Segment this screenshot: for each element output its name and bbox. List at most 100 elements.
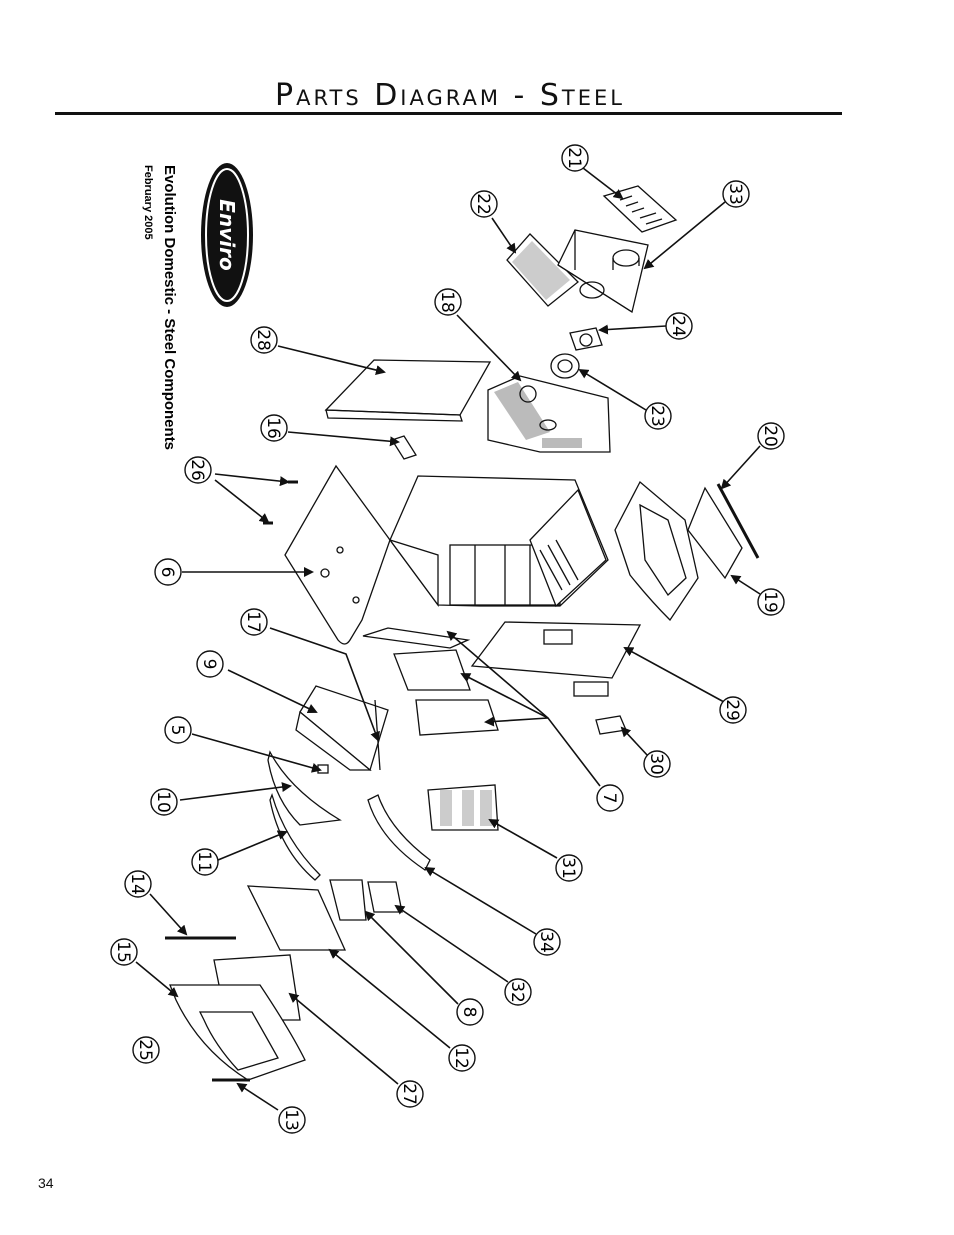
leader-33 [643,201,726,270]
leader-18 [456,314,522,382]
part-main-firebox [388,475,609,608]
enviro-logo: Enviro [201,163,253,307]
callout-circle [644,402,672,430]
callout-label: 18 [437,291,457,313]
callout-28: 28 [250,326,278,354]
callout-6: 6 [154,558,182,586]
callout-label: 33 [725,183,745,205]
leader-29 [623,647,725,703]
callout-label: 6 [157,567,177,578]
leader-lines [135,167,761,1111]
callout-29: 29 [719,696,747,724]
callout-label: 10 [153,791,173,813]
leader-21 [582,167,624,200]
callout-circle [561,144,589,172]
leader-28 [277,345,386,375]
callout-label: 23 [647,405,667,427]
callout-circle [596,784,624,812]
callout-circle [250,326,278,354]
part-door [614,480,699,622]
callout-19: 19 [757,588,785,616]
leader-13 [236,1082,279,1111]
part-8-box [329,879,367,921]
part-31-firebrick [427,784,499,831]
callout-10: 10 [150,788,178,816]
callout-label: 15 [113,941,133,963]
callout-circle [154,558,182,586]
leader-31 [488,819,558,859]
part-30-plate [595,715,627,735]
callout-27: 27 [396,1080,424,1108]
leader-7b [460,673,549,719]
callout-24: 24 [665,312,693,340]
callout-label: 32 [507,981,527,1003]
callout-circle [260,414,288,442]
callout-label: 16 [263,417,283,439]
callout-21: 21 [561,144,589,172]
callout-label: 7 [599,793,619,804]
callout-8: 8 [456,998,484,1026]
caption-product: Evolution Domestic - Steel Components [161,165,178,450]
leader-32 [394,904,509,983]
part-24-adapter [569,327,603,351]
callout-25: 25 [132,1036,160,1064]
callout-label: 12 [451,1047,471,1069]
part-33-blower-housing [557,229,649,314]
title-rule [55,112,842,115]
leader-multi [269,627,601,787]
callout-circle [278,1106,306,1134]
part-22-mesh-panel [506,233,579,307]
callout-circle [504,978,532,1006]
leader-7c [484,716,549,727]
part-7-plates [362,627,499,736]
callout-32: 32 [504,978,532,1006]
callout-label: 34 [536,931,556,953]
callout-22: 22 [470,190,498,218]
callout-circle [132,1036,160,1064]
part-23-collar [550,353,580,379]
callout-label: 17 [243,611,263,633]
callout-circle [470,190,498,218]
callout-circle [396,1080,424,1108]
callout-20: 20 [757,422,785,450]
callout-31: 31 [555,854,583,882]
leader-14 [149,893,188,936]
part-25-front-door [169,984,306,1081]
callout-label: 19 [760,591,780,613]
callout-label: 28 [253,329,273,351]
callout-17: 17 [240,608,268,636]
callout-label: 24 [668,315,688,337]
callout-circle [757,588,785,616]
callout-circle [555,854,583,882]
callout-circle [643,750,671,778]
callout-16: 16 [260,414,288,442]
callout-circle [110,938,138,966]
part-28-top-plate [324,359,492,422]
part-10-panel [267,750,342,826]
part-29-base-plate [470,621,642,679]
callout-label: 14 [127,873,147,895]
callout-23: 23 [644,402,672,430]
leader-30 [620,726,649,757]
leader-12 [328,948,451,1049]
part-controller [573,681,609,697]
page-number: 34 [38,1175,54,1191]
callout-circle [448,1044,476,1072]
callout-label: 21 [564,147,584,169]
caption-block: Enviro Evolution Domestic - Steel Compon… [142,163,253,450]
leader-26b [214,479,270,524]
callout-circle [164,716,192,744]
callout-circle [184,456,212,484]
callout-34: 34 [533,928,561,956]
leader-34 [424,866,537,935]
part-16-bracket [391,435,417,460]
part-drawings [165,185,760,1082]
callout-circle [240,608,268,636]
leader-22 [491,217,517,254]
callout-circle [533,928,561,956]
leader-8 [364,910,459,1005]
part-12-ash-plate [246,885,347,951]
callout-label: 11 [194,851,214,873]
